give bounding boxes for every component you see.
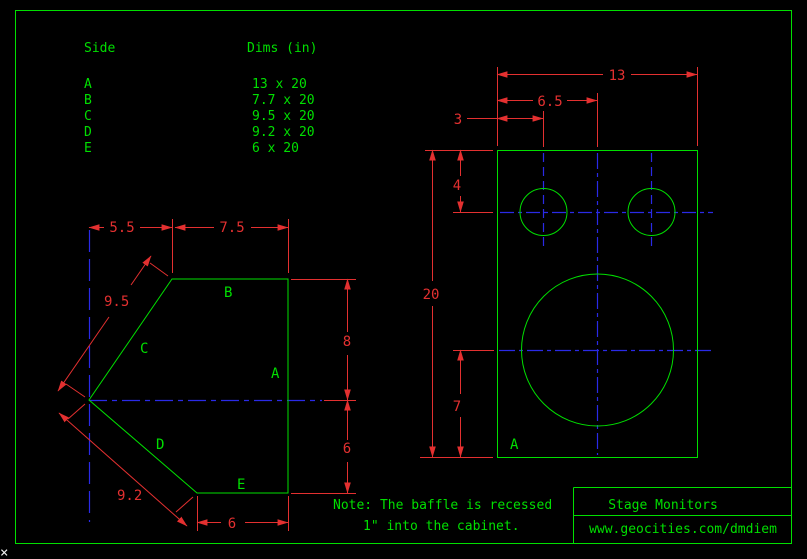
- side-label-c: C: [140, 341, 148, 357]
- table-row: C 9.5 x 20: [84, 109, 315, 124]
- extension-line: [149, 262, 169, 277]
- dim-height: 20: [423, 287, 440, 303]
- dimension-line: [130, 255, 152, 286]
- side-label-a: A: [271, 366, 280, 382]
- dimension-line: [58, 412, 188, 527]
- row-side: C: [84, 109, 92, 124]
- table-row: E 6 x 20: [84, 141, 299, 156]
- side-label-b: B: [224, 285, 232, 301]
- table-col-dims-header: Dims (in): [247, 41, 317, 56]
- table-row: B 7.7 x 20: [84, 93, 315, 108]
- tweeter-hole: [519, 188, 568, 236]
- tweeter-hole: [627, 188, 676, 236]
- dim-tweeter-depth: 4: [453, 178, 461, 194]
- dim-woofer-height: 7: [453, 399, 461, 415]
- extension-line: [67, 403, 86, 420]
- crosshair-marker-icon: ×: [0, 545, 8, 559]
- extension-line: [175, 496, 194, 513]
- front-view: A 13 6.5 3 4 20 7: [420, 67, 713, 458]
- dim-side-c: 9.5: [104, 294, 129, 310]
- side-label-d: D: [156, 437, 164, 453]
- row-dims: 9.5 x 20: [252, 109, 315, 124]
- row-side: D: [84, 125, 92, 140]
- dim-bottom: 6: [228, 516, 236, 532]
- row-dims: 13 x 20: [252, 77, 307, 92]
- table-row: A 13 x 20: [84, 77, 307, 92]
- dim-half-width: 6.5: [537, 94, 562, 110]
- note: Note: The baffle is recessed 1" into the…: [333, 498, 552, 534]
- table-col-side-header: Side: [84, 41, 115, 56]
- dimension-line: [57, 316, 110, 392]
- baffle-label-a: A: [510, 437, 519, 453]
- drawing-title: Stage Monitors: [608, 498, 718, 513]
- dim-tweeter-offset: 3: [454, 112, 462, 128]
- dim-width: 13: [609, 68, 626, 84]
- dimension-table: Side Dims (in) A 13 x 20 B 7.7 x 20 C 9.…: [84, 41, 317, 156]
- dim-top-right: 7.5: [219, 220, 244, 236]
- extension-line: [65, 383, 86, 398]
- row-dims: 7.7 x 20: [252, 93, 315, 108]
- note-line-1: Note: The baffle is recessed: [333, 498, 552, 513]
- baffle-outline: [497, 150, 698, 458]
- side-label-e: E: [237, 477, 245, 493]
- dim-top-left: 5.5: [109, 220, 134, 236]
- sheet-border: [15, 10, 792, 544]
- cross-section-view: B C A D E 5.5 7.5 9.5 8 6: [57, 219, 356, 532]
- cabinet-outline: [88, 278, 289, 494]
- table-row: D 9.2 x 20: [84, 125, 315, 140]
- row-side: B: [84, 93, 92, 108]
- drawing-url: www.geocities.com/dmdiem: [589, 522, 777, 537]
- row-side: A: [84, 77, 92, 92]
- row-dims: 6 x 20: [252, 141, 299, 156]
- note-line-2: 1" into the cabinet.: [363, 519, 520, 534]
- dim-side-a-upper: 8: [343, 334, 351, 350]
- dim-side-d: 9.2: [117, 488, 142, 504]
- row-dims: 9.2 x 20: [252, 125, 315, 140]
- dim-side-a-lower: 6: [343, 441, 351, 457]
- title-block: Stage Monitors www.geocities.com/dmdiem: [573, 487, 792, 544]
- row-side: E: [84, 141, 92, 156]
- woofer-hole: [521, 273, 674, 427]
